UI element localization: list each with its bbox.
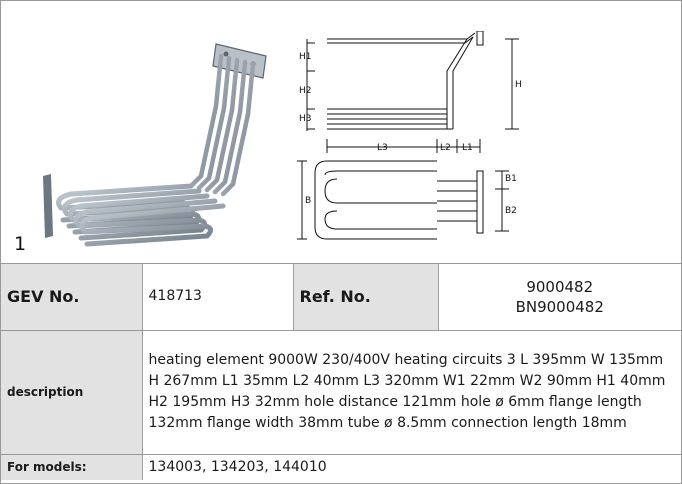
description-value: heating element 9000W 230/400V heating c…	[141, 329, 681, 455]
ref-label: Ref. No.	[292, 264, 439, 331]
dim-b: B	[305, 196, 311, 206]
dim-h2: H2	[299, 86, 312, 96]
dim-l3: L3	[377, 143, 388, 153]
table-row: GEV No. 418713 Ref. No. 9000482 BN900048…	[1, 264, 681, 331]
product-figure: 1	[1, 1, 681, 264]
dim-l2: L2	[440, 143, 451, 153]
gev-label: GEV No.	[1, 264, 143, 331]
ref-value-1: 9000482	[526, 277, 594, 296]
models-label: For models:	[1, 453, 143, 480]
table-row: For models: 134003, 134203, 144010	[1, 453, 681, 480]
dim-b2: B2	[505, 206, 517, 216]
gev-value: 418713	[141, 264, 294, 331]
models-value: 134003, 134203, 144010	[141, 453, 681, 480]
dim-h1: H1	[299, 52, 312, 62]
heating-element-photo	[43, 43, 267, 247]
dim-l1: L1	[462, 143, 473, 153]
dim-h3: H3	[299, 114, 312, 124]
ref-value: 9000482 BN9000482	[437, 264, 681, 331]
dim-h: H	[515, 80, 522, 90]
figure-number: 1	[14, 233, 27, 255]
ref-value-2: BN9000482	[515, 297, 604, 316]
spec-table: GEV No. 418713 Ref. No. 9000482 BN900048…	[1, 264, 681, 480]
dimension-drawing: H1 H2 H3 H L3 L2 L1 B B1 B2	[297, 31, 522, 240]
dim-b1: B1	[505, 174, 517, 184]
description-label: description	[1, 329, 143, 455]
table-row: description heating element 9000W 230/40…	[1, 329, 681, 455]
